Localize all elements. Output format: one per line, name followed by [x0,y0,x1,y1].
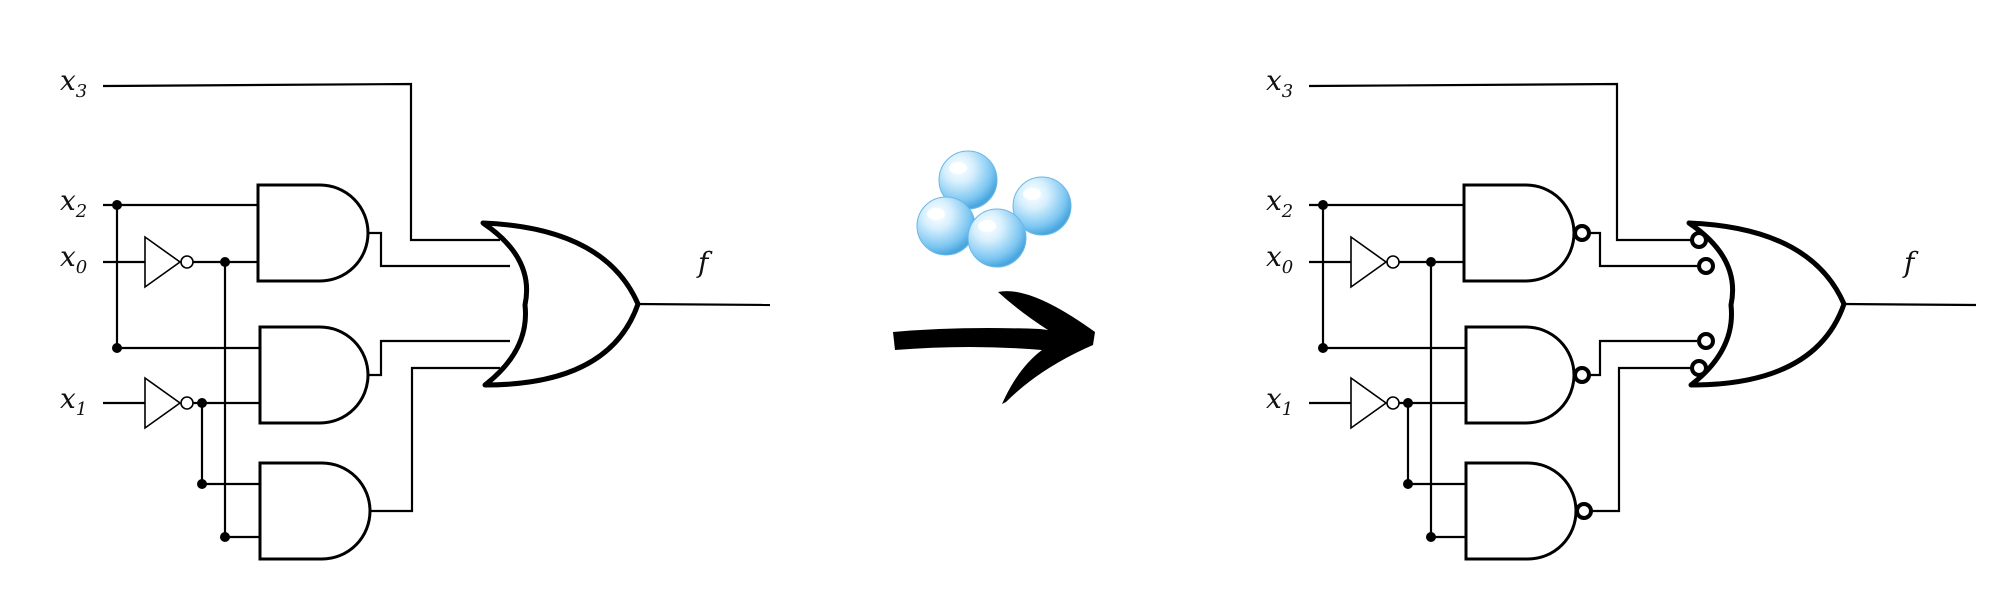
left-inverter-x0 [144,235,194,289]
left-and-gate-3 [258,461,372,561]
right-input-label-x2: x2 [1266,184,1293,222]
right-output-label: f [1902,246,1919,279]
left-output-label: f [696,246,713,279]
left-and-gate-2 [258,325,370,425]
right-input-label-x1: x1 [1266,382,1293,420]
right-nand-gate-1 [1462,183,1591,283]
left-junction-dots [112,200,230,542]
left-wires [102,82,771,539]
right-nand-gate-2 [1464,325,1591,425]
left-input-label-x2: x2 [60,184,87,222]
right-wires [1308,82,1977,539]
left-input-label-x1: x1 [60,382,87,420]
left-input-label-x0: x0 [60,240,87,278]
left-inverter-x1 [144,376,194,430]
bubbles-icon [916,150,1072,268]
left-circuit: x3 x2 x0 x1 f [60,64,771,561]
right-input-label-x0: x0 [1266,240,1293,278]
right-junction-dots [1318,200,1436,542]
right-input-label-x3: x3 [1266,64,1293,102]
right-nand-gate-3 [1464,461,1593,561]
right-inverter-x1 [1350,376,1400,430]
right-inverter-x0 [1350,235,1400,289]
brush-arrow-icon [893,291,1095,404]
left-or-gate [480,220,641,388]
right-circuit: x3 x2 x0 x1 f [1266,64,1977,561]
left-and-gate-1 [256,183,370,283]
right-or-gate-inverted-inputs [1686,220,1847,388]
left-input-label-x3: x3 [60,64,87,102]
